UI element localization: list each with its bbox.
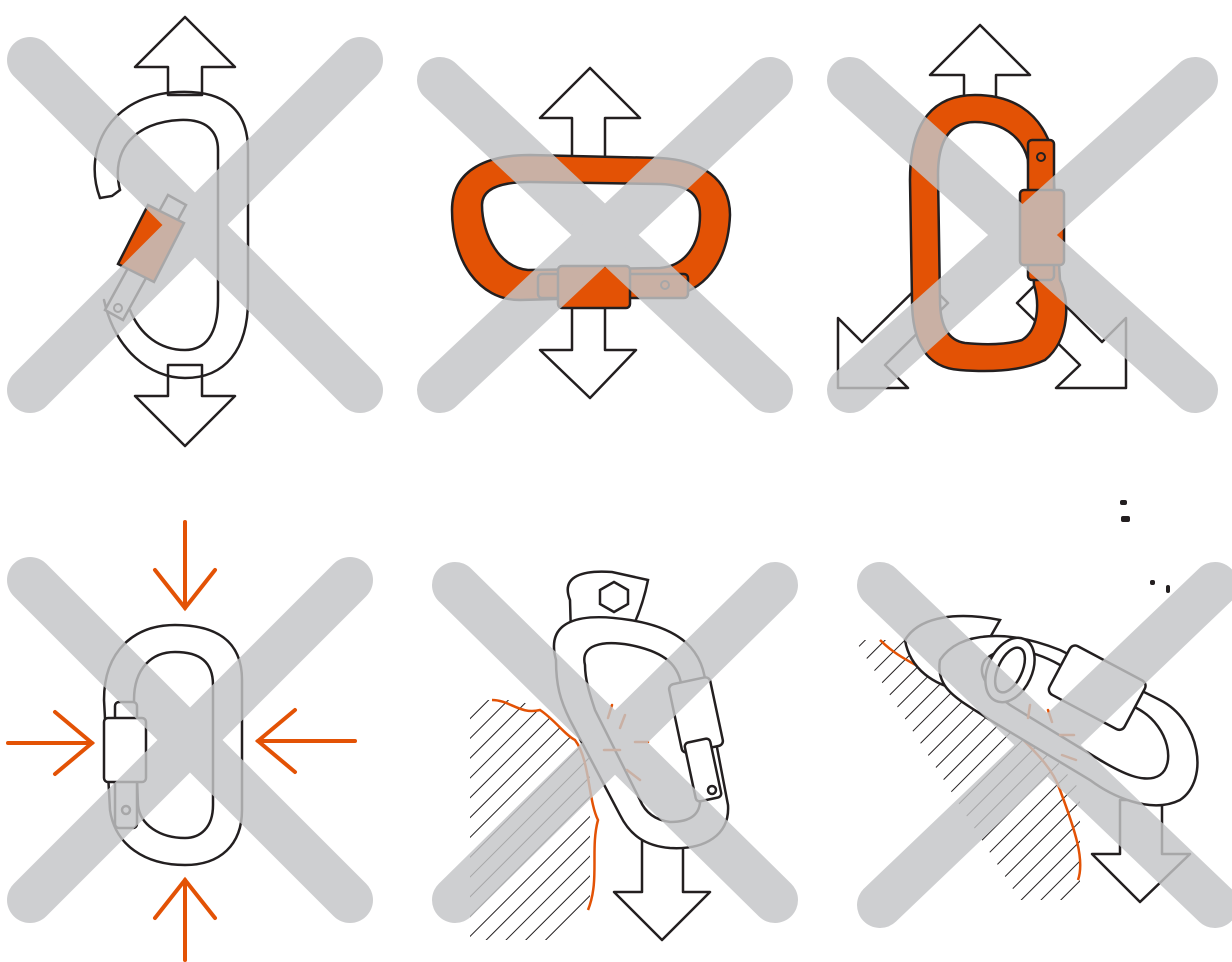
down-arrow-icon <box>155 522 215 608</box>
up-arrow-icon <box>135 17 235 95</box>
down-arrow-icon <box>540 305 636 398</box>
up-arrow-icon <box>155 880 215 960</box>
right-arrow-icon <box>8 712 92 774</box>
falling-debris <box>1120 500 1170 593</box>
left-arrow-icon <box>258 710 355 772</box>
down-arrow-icon <box>614 840 710 940</box>
up-arrow-icon <box>540 68 640 160</box>
